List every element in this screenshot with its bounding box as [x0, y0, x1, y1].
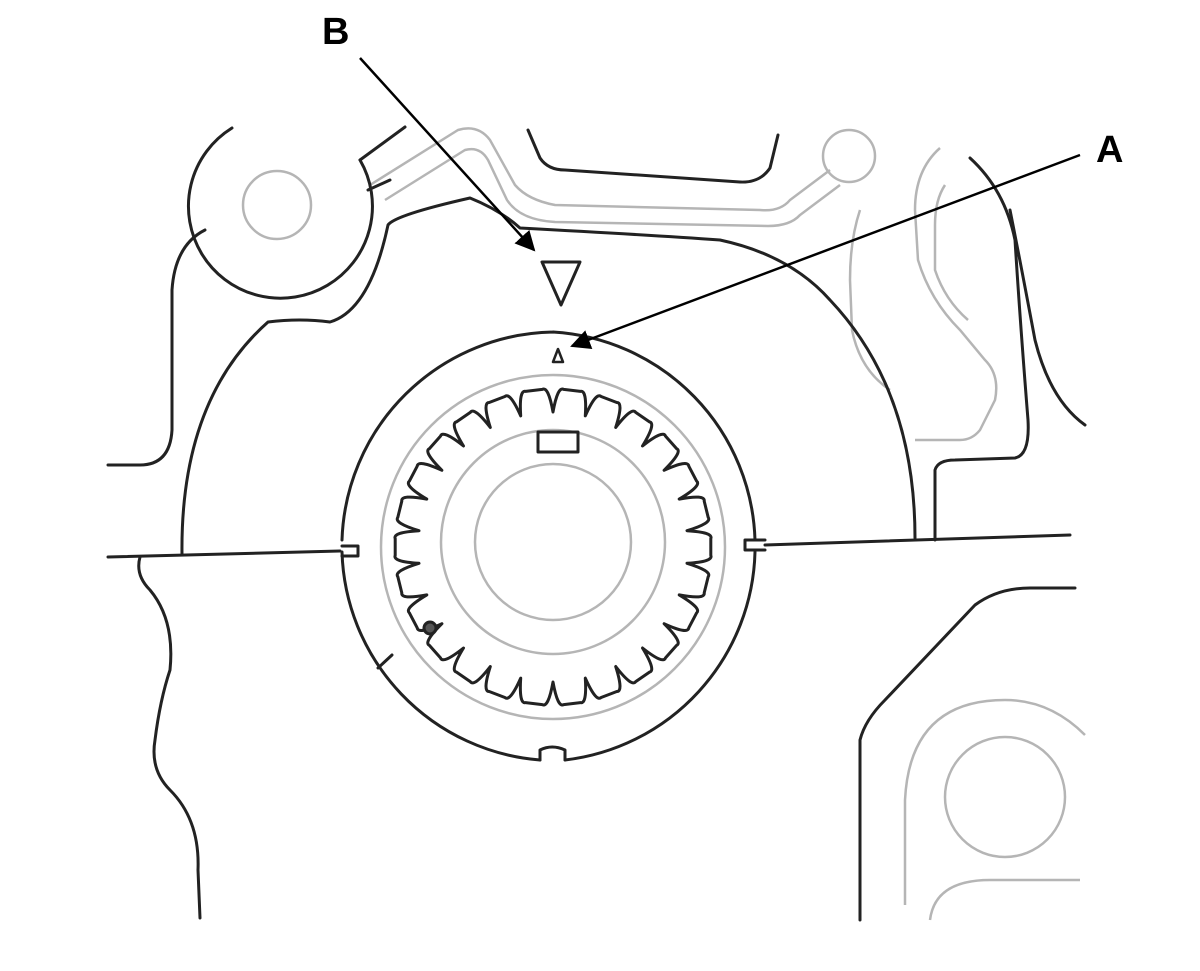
- upper-cover-ridge: [526, 128, 780, 184]
- upper-rib-outline-inner: [384, 147, 841, 228]
- right-housing-edge-2: [1008, 208, 1087, 427]
- left-housing-wavy-edge: [137, 555, 202, 920]
- pointer-triangle-b: [540, 260, 582, 307]
- inner-housing-curve: [180, 196, 917, 557]
- sprocket-left-notch: [340, 544, 360, 558]
- sprocket-outer-gray-ring: [379, 373, 727, 721]
- sprocket-bottom-notch: [538, 745, 567, 762]
- upper-left-pulley: [186, 126, 374, 300]
- pulley-hub: [241, 169, 313, 241]
- pulley-arm-bottom: [366, 178, 392, 192]
- hub-bore-ring: [473, 462, 633, 622]
- keyway-slot: [536, 430, 580, 454]
- leader-line-b: [359, 57, 536, 252]
- timing-mark-triangle-a: [551, 347, 565, 364]
- callout-label-a: A: [1096, 129, 1123, 171]
- crankshaft-sprocket-teeth: [393, 387, 713, 707]
- light-outlines: [241, 127, 1086, 921]
- lower-right-inner-edge: [928, 878, 1080, 921]
- sprocket-index-mark: [376, 653, 394, 670]
- case-parting-line-left: [106, 549, 342, 559]
- pulley-arm-top: [358, 125, 407, 162]
- right-rib-outline-2: [933, 184, 969, 321]
- right-rib-outline-3: [848, 209, 891, 392]
- sprocket-right-notch: [743, 538, 767, 552]
- lower-right-housing: [858, 586, 1077, 922]
- callout-label-b: B: [322, 11, 349, 53]
- lower-right-bore: [943, 735, 1067, 859]
- case-parting-line-right: [763, 533, 1072, 547]
- left-housing-edge: [106, 228, 207, 467]
- upper-rib-outline: [369, 127, 831, 212]
- lower-right-ring: [903, 698, 1086, 905]
- right-housing-edge-1: [933, 156, 1030, 542]
- hub-inner-ring: [439, 428, 667, 656]
- right-rib-outline: [913, 147, 998, 442]
- dark-outlines: [106, 125, 1087, 922]
- sprocket-outer-ring: [340, 330, 757, 762]
- hub-pin: [422, 620, 438, 636]
- bolt-hole-top-right: [821, 128, 877, 184]
- leader-line-a: [570, 153, 1081, 350]
- callout-leaders: [359, 57, 1081, 350]
